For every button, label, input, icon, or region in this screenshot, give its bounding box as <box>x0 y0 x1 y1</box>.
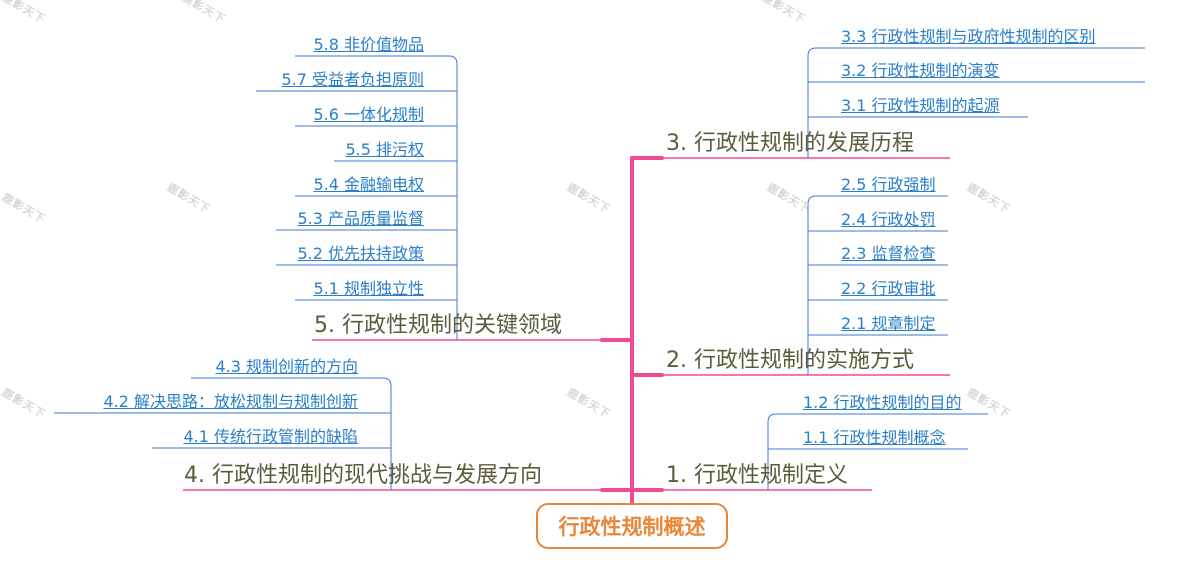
leaf-3-3[interactable]: 3.3 行政性规制与政府性规制的区别 <box>841 27 1096 46</box>
leaf-4-1[interactable]: 4.1 传统行政管制的缺陷 <box>183 427 358 446</box>
branch-node-1[interactable]: 1. 行政性规制定义 <box>666 463 848 488</box>
branch-node-5[interactable]: 5. 行政性规制的关键领域 <box>314 313 562 338</box>
branch-node-4[interactable]: 4. 行政性规制的现代挑战与发展方向 <box>184 463 542 488</box>
leaf-2-3[interactable]: 2.3 监督检查 <box>841 244 936 263</box>
leaf-5-5[interactable]: 5.5 排污权 <box>345 140 424 159</box>
root-node[interactable]: 行政性规制概述 <box>536 503 728 549</box>
leaf-2-5[interactable]: 2.5 行政强制 <box>841 175 936 194</box>
branch-node-3[interactable]: 3. 行政性规制的发展历程 <box>666 131 914 156</box>
leaf-connectors <box>54 47 1145 490</box>
leaf-5-7[interactable]: 5.7 受益者负担原则 <box>281 70 424 89</box>
leaf-4-3[interactable]: 4.3 规制创新的方向 <box>215 357 358 376</box>
leaf-5-2[interactable]: 5.2 优先扶持政策 <box>297 244 424 263</box>
leaf-4-2[interactable]: 4.2 解决思路：放松规制与规制创新 <box>103 392 358 411</box>
leaf-3-1[interactable]: 3.1 行政性规制的起源 <box>841 96 1000 115</box>
trunk-lines <box>600 156 664 505</box>
leaf-2-2[interactable]: 2.2 行政审批 <box>841 279 936 298</box>
leaf-3-2[interactable]: 3.2 行政性规制的演变 <box>841 61 1000 80</box>
leaf-2-1[interactable]: 2.1 规章制定 <box>841 314 936 333</box>
leaf-5-6[interactable]: 5.6 一体化规制 <box>313 105 424 124</box>
leaf-5-1[interactable]: 5.1 规制独立性 <box>313 279 424 298</box>
branch-node-2[interactable]: 2. 行政性规制的实施方式 <box>666 348 914 373</box>
leaf-5-4[interactable]: 5.4 金融输电权 <box>313 175 424 194</box>
leaf-5-3[interactable]: 5.3 产品质量监督 <box>297 209 424 228</box>
branch-underlines <box>183 157 950 491</box>
leaf-1-2[interactable]: 1.2 行政性规制的目的 <box>803 393 962 412</box>
leaf-1-1[interactable]: 1.1 行政性规制概念 <box>803 428 946 447</box>
leaf-2-4[interactable]: 2.4 行政处罚 <box>841 210 936 229</box>
leaf-5-8[interactable]: 5.8 非价值物品 <box>313 35 424 54</box>
